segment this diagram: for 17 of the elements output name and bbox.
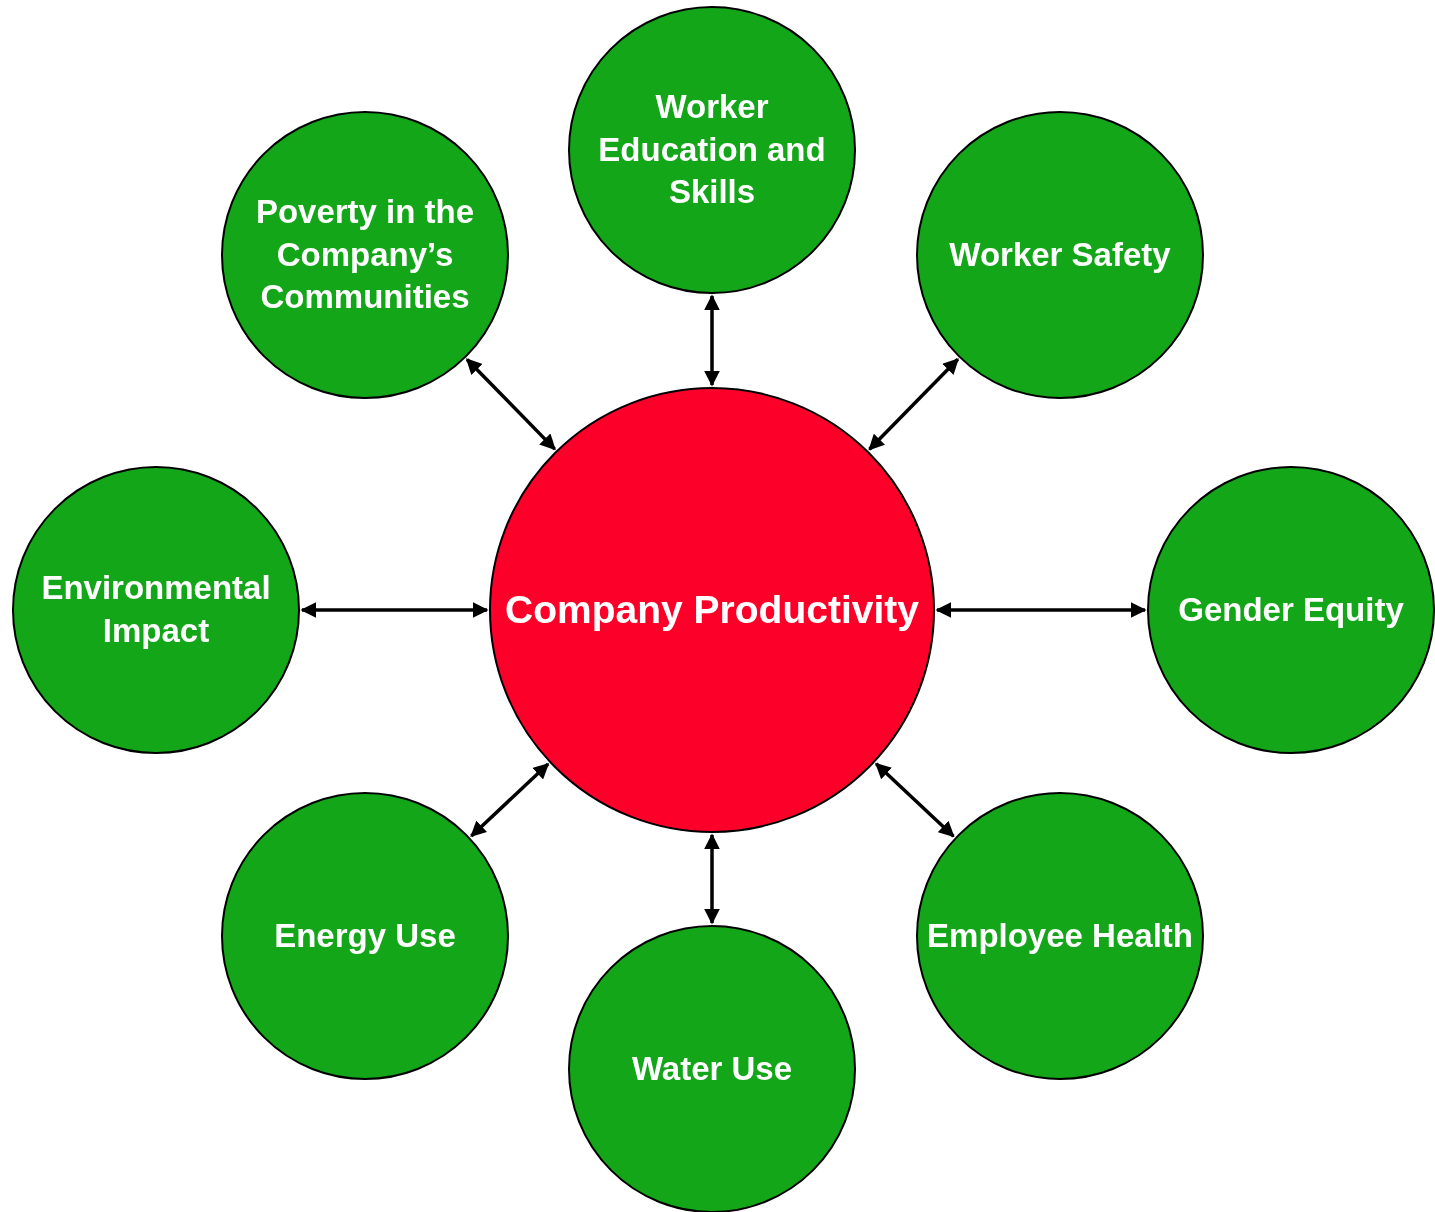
circle-label: Energy Use bbox=[274, 915, 456, 956]
circle-label: Worker Safety bbox=[949, 234, 1171, 275]
double-arrow bbox=[935, 602, 1147, 618]
double-arrow bbox=[868, 358, 960, 451]
circle-label: Gender Equity bbox=[1178, 589, 1404, 630]
double-arrow bbox=[704, 294, 720, 387]
double-arrow bbox=[300, 602, 489, 618]
circle-label: Company Productivity bbox=[505, 586, 919, 633]
double-arrow bbox=[470, 762, 550, 838]
double-arrow bbox=[465, 358, 556, 451]
circle-label: Water Use bbox=[631, 1048, 793, 1089]
circle-label: Worker Education and Skills bbox=[597, 86, 827, 213]
circle-label: Environmental Impact bbox=[40, 568, 272, 651]
circle-label: Employee Health bbox=[927, 915, 1193, 956]
circle-label: Poverty in the Company’s Communities bbox=[254, 191, 476, 318]
double-arrow bbox=[704, 833, 720, 925]
double-arrow bbox=[875, 762, 955, 838]
